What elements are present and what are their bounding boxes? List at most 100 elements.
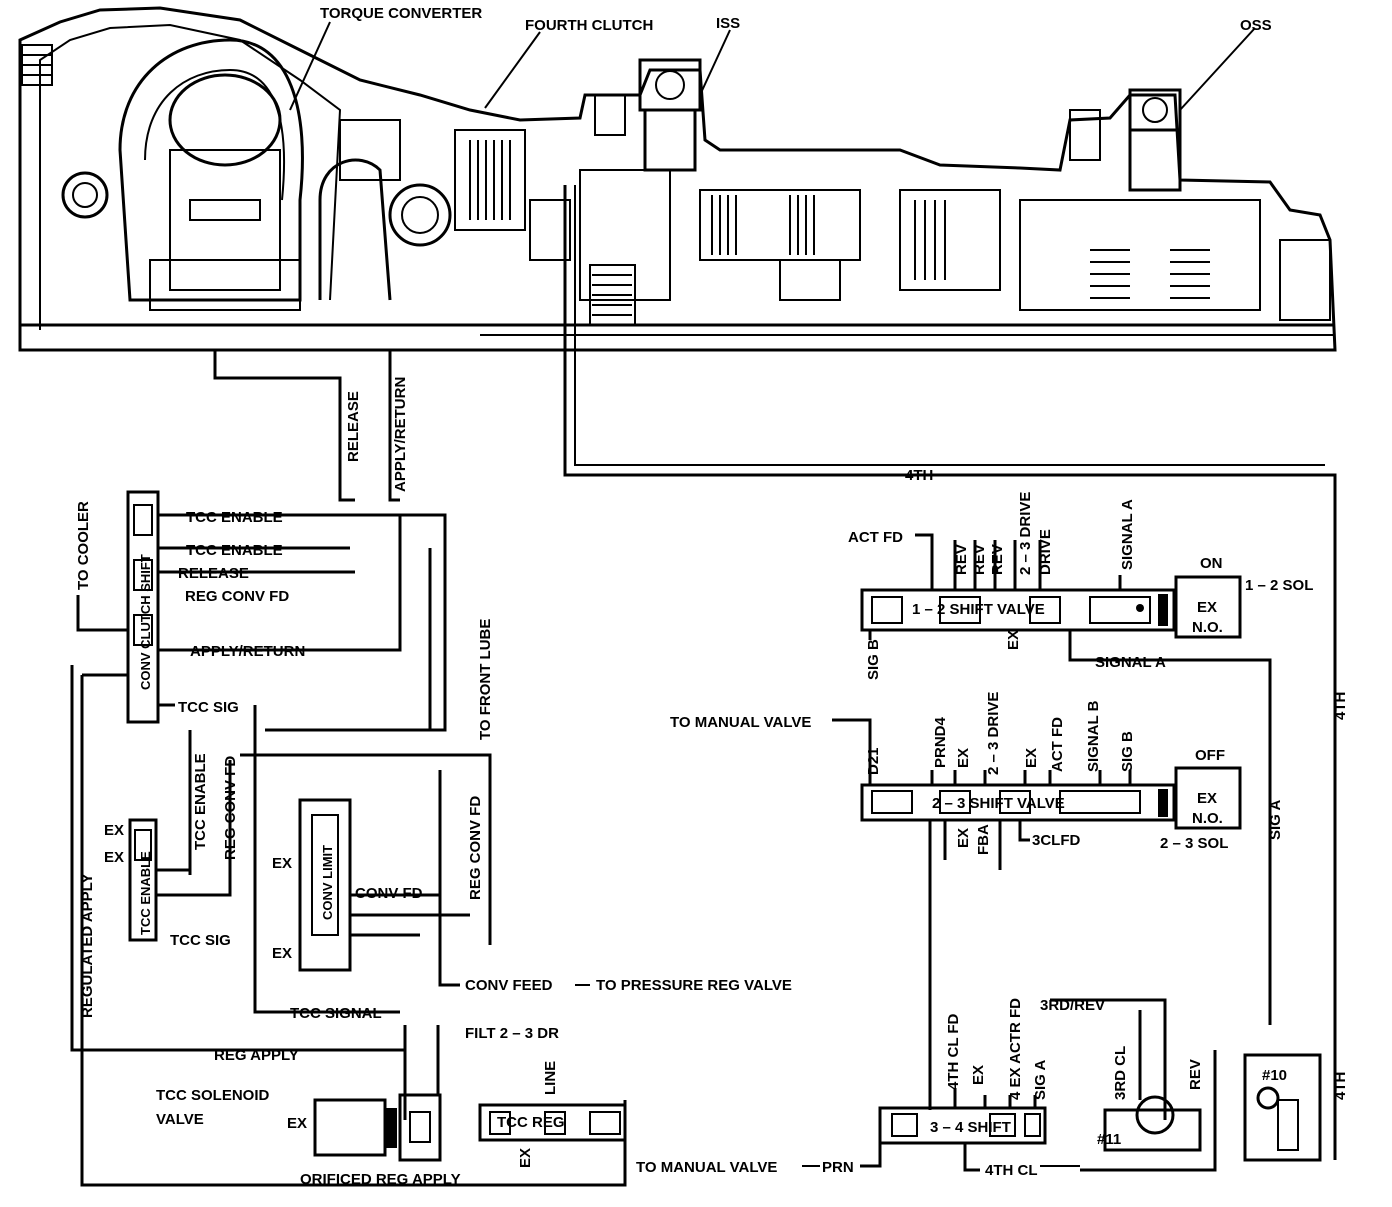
sol-1-2-label: 1 – 2 SOL bbox=[1245, 577, 1313, 594]
shift-valve-3-4-label: 3 – 4 SHIFT bbox=[930, 1119, 1011, 1136]
shift-valve-2-3: 2 – 3 SHIFT VALVE bbox=[860, 783, 1176, 822]
reg-conv-fd-label: REG CONV FD bbox=[185, 588, 289, 605]
tcc-sig-label: TCC SIG bbox=[178, 699, 239, 716]
drive-2-3-label: 2 – 3 DRIVE bbox=[1017, 492, 1034, 575]
shift-valve-1-2: 1 – 2 SHIFT VALVE bbox=[860, 588, 1176, 632]
ex-no-label-1: EX bbox=[1197, 599, 1217, 616]
tcc-reg-valve: TCC REG bbox=[478, 1103, 627, 1142]
cl-fd-4th-label: 4TH CL FD bbox=[945, 1013, 962, 1090]
rd-cl-label: 3RD CL bbox=[1112, 1046, 1129, 1100]
clutch-plates-3 bbox=[914, 200, 946, 280]
tcc-signal-label: TCC SIGNAL bbox=[290, 1005, 382, 1022]
tcc-solenoid-valve bbox=[313, 1093, 442, 1162]
fourth-line-label-3: 4TH bbox=[1332, 1072, 1349, 1100]
d21-label: D21 bbox=[865, 747, 882, 775]
release-label-2: RELEASE bbox=[178, 565, 249, 582]
release-label: RELEASE bbox=[345, 391, 362, 462]
no-label-2: N.O. bbox=[1192, 810, 1223, 827]
sol-2-3-box bbox=[1174, 766, 1242, 830]
ex-label-1: EX bbox=[104, 822, 124, 839]
tcc-solenoid-label-2: VALVE bbox=[156, 1111, 204, 1128]
to-manual-valve-label-2: TO MANUAL VALVE bbox=[670, 714, 811, 731]
apply-return-label: APPLY/RETURN bbox=[392, 377, 409, 492]
reg-conv-fd-label-3: REG CONV FD bbox=[467, 796, 484, 900]
conv-limit-label: CONV LIMIT bbox=[320, 845, 335, 920]
prn-label: PRN bbox=[822, 1159, 854, 1176]
rev-label-1: REV bbox=[953, 544, 970, 575]
filt-2-3-dr-label: FILT 2 – 3 DR bbox=[465, 1025, 559, 1042]
apply-return-label-2: APPLY/RETURN bbox=[190, 643, 305, 660]
ex-label-11: EX bbox=[970, 1065, 987, 1085]
on-label: ON bbox=[1200, 555, 1223, 572]
off-label: OFF bbox=[1195, 747, 1225, 764]
conv-fd-label: CONV FD bbox=[355, 885, 423, 902]
signal-a-label: SIGNAL A bbox=[1119, 499, 1136, 570]
spring-pack-1 bbox=[592, 274, 632, 316]
conv-clutch-shift-valve: CONV CLUTCH SHIFT bbox=[126, 490, 160, 724]
prnd4-label: PRND4 bbox=[932, 716, 949, 768]
tcc-enable-label-2: TCC ENABLE bbox=[186, 542, 283, 559]
check-ball-11 bbox=[1103, 1095, 1202, 1152]
ex-label-7: EX bbox=[1005, 630, 1022, 650]
sig-a-label-2: SIG A bbox=[1032, 1060, 1049, 1100]
rear-spring-packs bbox=[1090, 249, 1210, 299]
iss-label: ISS bbox=[716, 15, 740, 32]
tcc-enable-valve-label: TCC ENABLE bbox=[138, 851, 153, 935]
fourth-clutch-plates bbox=[469, 140, 511, 220]
actr-fd-label: 4 EX ACTR FD bbox=[1007, 998, 1024, 1100]
cl-4th-label: 4TH CL bbox=[985, 1162, 1038, 1179]
ex-label-4: EX bbox=[272, 945, 292, 962]
ex-label-9: EX bbox=[1023, 748, 1040, 768]
ex-label-5: EX bbox=[287, 1115, 307, 1132]
signal-b-label: SIGNAL B bbox=[1085, 700, 1102, 772]
reg-apply-label: REG APPLY bbox=[214, 1047, 299, 1064]
rev-label-2: REV bbox=[971, 544, 988, 575]
tcc-enable-label-1: TCC ENABLE bbox=[186, 509, 283, 526]
fourth-line-label: 4TH bbox=[905, 467, 933, 484]
regulated-apply-label: REGULATED APPLY bbox=[79, 874, 96, 1018]
ex-label-6: EX bbox=[517, 1148, 534, 1168]
shift-valve-2-3-label: 2 – 3 SHIFT VALVE bbox=[932, 795, 1065, 812]
to-cooler-label: TO COOLER bbox=[75, 501, 92, 590]
no-label-1: N.O. bbox=[1192, 619, 1223, 636]
rev-label-3: REV bbox=[989, 544, 1006, 575]
conv-limit-valve: CONV LIMIT bbox=[298, 798, 352, 972]
sig-b-label: SIG B bbox=[865, 639, 882, 680]
to-pressure-reg-valve-label: TO PRESSURE REG VALVE bbox=[596, 977, 792, 994]
ex-label-3: EX bbox=[272, 855, 292, 872]
to-front-lube-label: TO FRONT LUBE bbox=[477, 619, 494, 740]
act-fd-label: ACT FD bbox=[848, 529, 903, 546]
fourth-line-label-2: 4TH bbox=[1332, 692, 1349, 720]
sig-b-label-2: SIG B bbox=[1119, 731, 1136, 772]
ex-label-2: EX bbox=[104, 849, 124, 866]
shift-valve-1-2-label: 1 – 2 SHIFT VALVE bbox=[912, 601, 1045, 618]
drive-2-3-label-b: 2 – 3 DRIVE bbox=[985, 692, 1002, 775]
act-fd-label-2: ACT FD bbox=[1049, 717, 1066, 772]
fourth-clutch-label: FOURTH CLUTCH bbox=[525, 17, 653, 34]
clutch-plates-2 bbox=[711, 195, 815, 255]
conv-clutch-shift-label: CONV CLUTCH SHIFT bbox=[138, 554, 153, 690]
line-label: LINE bbox=[542, 1061, 559, 1095]
tcc-solenoid-label-1: TCC SOLENOID bbox=[156, 1087, 270, 1104]
cl-fd-3-label: 3CLFD bbox=[1032, 832, 1081, 849]
conv-feed-label: CONV FEED bbox=[465, 977, 553, 994]
shift-valve-3-4: 3 – 4 SHIFT bbox=[878, 1106, 1047, 1145]
sol-2-3-label: 2 – 3 SOL bbox=[1160, 835, 1228, 852]
tcc-enable-label-3: TCC ENABLE bbox=[192, 753, 209, 850]
sol-1-2-box bbox=[1174, 575, 1242, 639]
ex-no-label-2: EX bbox=[1197, 790, 1217, 807]
num-11-label: #11 bbox=[1097, 1131, 1121, 1148]
signal-a-label-2: SIGNAL A bbox=[1095, 654, 1166, 671]
sig-a-label: SIG A bbox=[1267, 800, 1284, 840]
tcc-sig-label-2: TCC SIG bbox=[170, 932, 231, 949]
to-manual-valve-label-1: TO MANUAL VALVE bbox=[636, 1159, 777, 1176]
oss-label: OSS bbox=[1240, 17, 1272, 34]
ex-label-8: EX bbox=[955, 748, 972, 768]
check-ball-10 bbox=[1243, 1053, 1322, 1162]
tcc-enable-valve: TCC ENABLE bbox=[128, 818, 158, 942]
torque-converter-label: TORQUE CONVERTER bbox=[320, 5, 482, 22]
rev-label-4: REV bbox=[1187, 1059, 1204, 1090]
drive-label: DRIVE bbox=[1037, 529, 1054, 575]
